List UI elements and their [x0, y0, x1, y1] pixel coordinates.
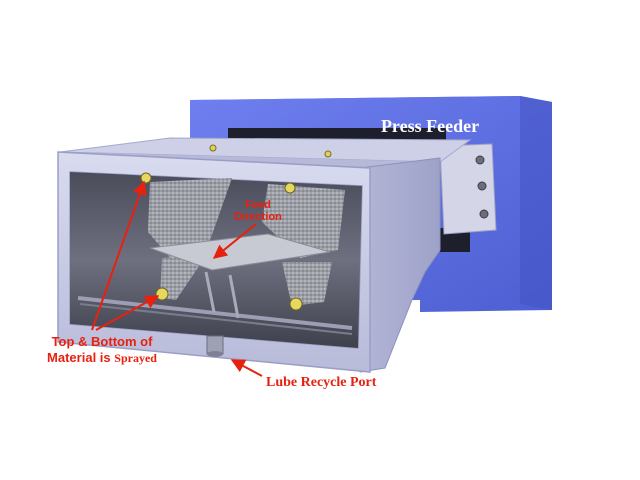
material-sheet: [149, 233, 331, 271]
enclosure-interior: [70, 172, 362, 348]
press-feeder-side-shade: [520, 96, 552, 310]
feed-direction-annotation: Feed Direction: [212, 199, 282, 259]
spray-annotation: Top & Bottom of Material is Sprayed: [47, 180, 160, 365]
enclosure-side: [359, 157, 441, 373]
spray-label-line2: Material is Sprayed: [47, 350, 157, 365]
spray-arrow-top: [91, 180, 147, 331]
feed-direction-label-line2: Direction: [234, 211, 282, 223]
spray-pattern-top-left: [148, 178, 232, 260]
press-feeder-label: Press Feeder: [381, 116, 479, 136]
support-bracket: [204, 271, 240, 319]
spray-label-line1: Top & Bottom of: [52, 334, 154, 349]
nozzle-icon: [284, 182, 296, 194]
nozzle-icon: [289, 297, 303, 311]
nozzle-icon: [140, 172, 152, 184]
spray-pattern-bottom-left: [160, 256, 206, 300]
spray-pattern-bottom-right: [282, 262, 332, 306]
lube-port-annotation: Lube Recycle Port: [230, 359, 377, 390]
spray-arrow-bottom: [95, 295, 160, 331]
nozzle-icon: [155, 287, 169, 301]
lower-spray-bar: [77, 296, 353, 330]
mounting-plate: [439, 143, 497, 235]
lube-recycle-port: [206, 335, 224, 357]
bolt-icon: [475, 155, 485, 165]
spray-label-line2-part1: Material is: [47, 350, 111, 365]
feed-direction-label-line1: Feed: [245, 199, 271, 211]
lube-port-label: Lube Recycle Port: [266, 375, 377, 390]
bolt-icon: [477, 181, 487, 191]
bolt-icon: [479, 209, 489, 219]
lube-port-arrow: [230, 359, 263, 377]
feed-direction-arrow: [212, 223, 257, 259]
spray-label-line2-part2: Sprayed: [114, 351, 157, 365]
